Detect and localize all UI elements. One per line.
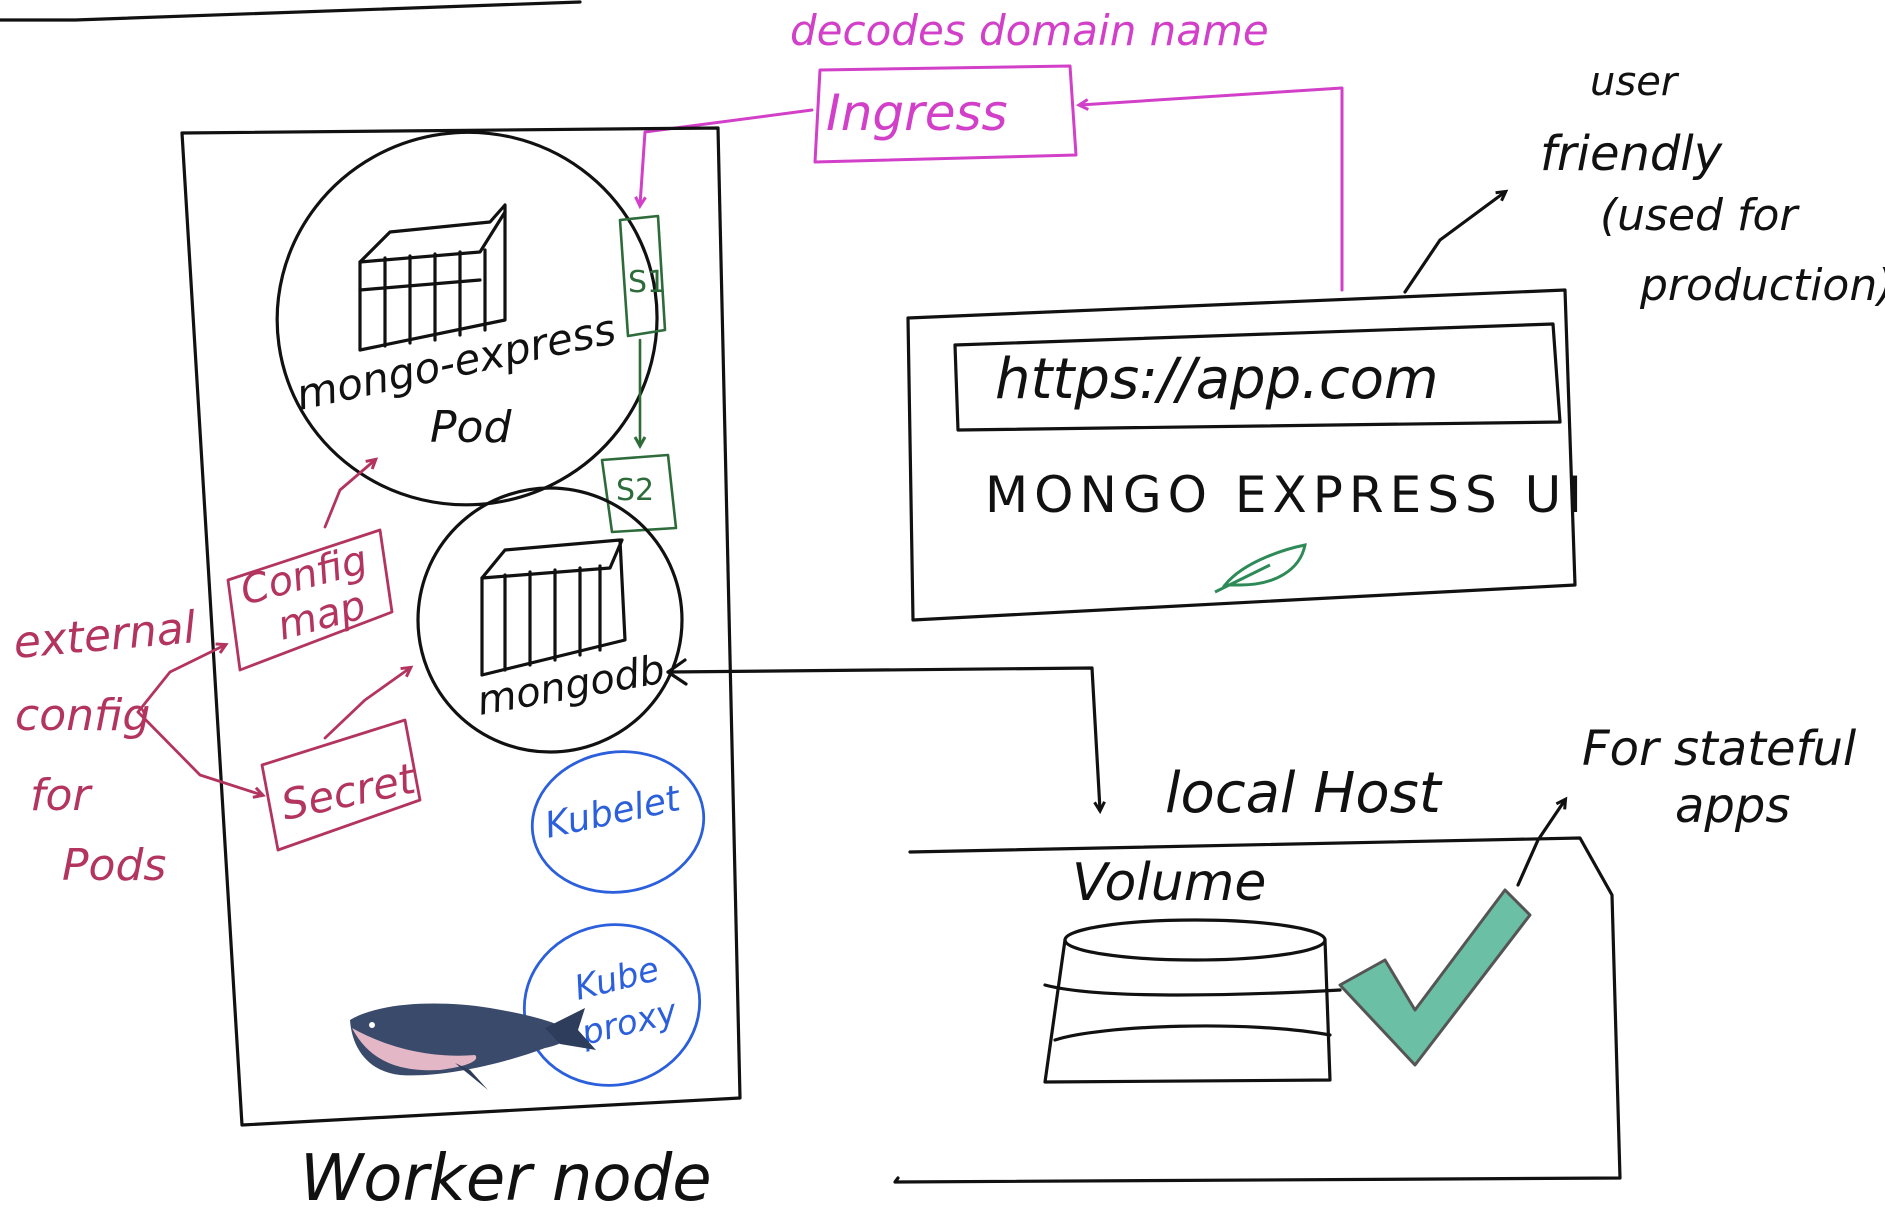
mongodb-label: mongodb — [474, 647, 669, 725]
ingress-annotation: decodes domain name — [790, 6, 1269, 55]
kubelet-circle — [530, 750, 706, 894]
external-config-line3: for — [30, 770, 93, 821]
secret-to-mongodb-arrow — [323, 668, 410, 740]
browser-window-box — [906, 288, 1577, 622]
mongo-express-container-icon — [358, 203, 507, 352]
url-text: https://app.com — [995, 347, 1439, 412]
mongo-express-pod-circle — [275, 130, 659, 507]
user-friendly-line3: (used for — [1600, 190, 1800, 241]
local-host-box — [893, 836, 1622, 1184]
stateful-note-line2: apps — [1675, 778, 1790, 834]
stateful-note-line1: For stateful — [1582, 721, 1857, 777]
url-bar — [953, 322, 1562, 432]
browser-to-ingress-arrow — [1080, 86, 1344, 292]
user-friendly-line4: production) — [1639, 260, 1885, 311]
ingress-label: Ingress — [826, 84, 1008, 142]
mongo-express-ui-label: MONGO EXPRESS UI — [985, 466, 1588, 524]
local-host-label: local Host — [1165, 761, 1443, 826]
service-s2-label: S2 — [616, 473, 654, 508]
external-config-line1: external — [12, 602, 199, 669]
external-to-configmap-arrow — [136, 645, 225, 714]
service-s1-label: S1 — [628, 265, 666, 300]
checkmark-icon — [1338, 888, 1532, 1067]
top-stroke — [0, 0, 582, 22]
external-config-line4: Pods — [62, 840, 166, 891]
user-friendly-line2: friendly — [1540, 126, 1723, 182]
browser-to-note-arrow — [1403, 192, 1505, 294]
secret-box — [260, 718, 422, 852]
volume-cylinder-icon — [1043, 918, 1342, 1084]
service-s1-box — [618, 214, 667, 338]
external-config-line2: config — [15, 690, 150, 741]
user-friendly-line1: user — [1590, 59, 1680, 105]
mongodb-pod-circle — [416, 486, 684, 754]
ingress-to-s1-arrow — [640, 108, 814, 205]
worker-node-box — [180, 126, 742, 1127]
ingress-box — [813, 64, 1078, 164]
kubelet-label: Kubelet — [541, 778, 685, 847]
whale-icon — [350, 1003, 596, 1090]
volume-label: Volume — [1072, 853, 1266, 913]
config-map-to-pod-arrow — [323, 460, 375, 529]
check-to-note-arrow — [1516, 800, 1565, 887]
mongodb-volume-arrow — [666, 666, 1100, 810]
mongodb-arrow-head — [666, 658, 688, 686]
mongo-express-label-2: Pod — [430, 402, 512, 453]
service-s2-box — [600, 453, 678, 534]
config-map-box — [226, 528, 394, 672]
mongodb-container-icon — [480, 538, 627, 677]
secret-label: Secret — [277, 753, 421, 829]
kube-proxy-circle — [522, 923, 702, 1087]
external-to-secret-arrow — [136, 710, 262, 795]
worker-node-label: Worker node — [300, 1142, 712, 1216]
leaf-icon — [1214, 543, 1307, 594]
